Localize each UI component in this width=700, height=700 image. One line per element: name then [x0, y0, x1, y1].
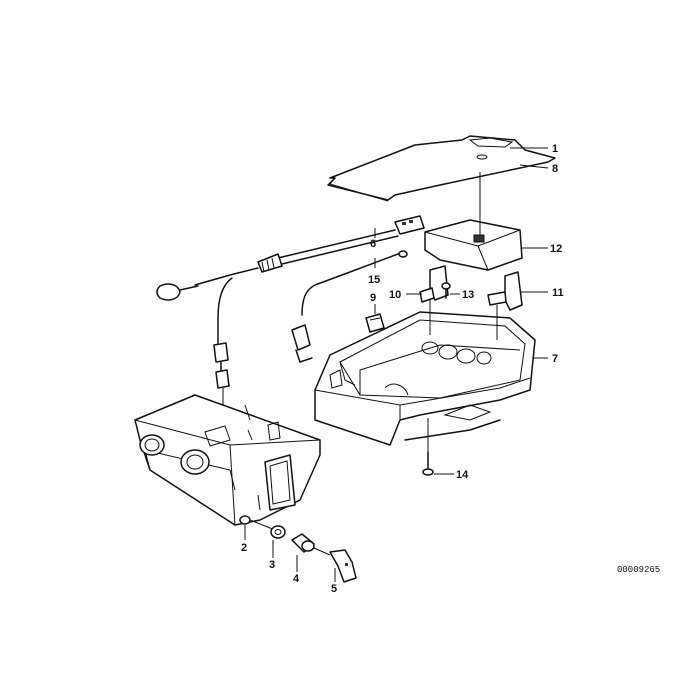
- callout-3: 3: [269, 559, 275, 571]
- callout-15: 15: [368, 274, 380, 286]
- reference-number: 00009265: [617, 565, 660, 575]
- wiring-harness: [156, 215, 425, 430]
- screw-13: [441, 282, 451, 299]
- clip-9: [365, 313, 385, 333]
- callout-10: 10: [389, 289, 401, 301]
- callout-1: 1: [552, 143, 558, 155]
- callout-2: 2: [241, 542, 247, 554]
- leader-lines: [244, 147, 549, 582]
- callout-4: 4: [293, 573, 300, 585]
- bracket-right: [487, 271, 523, 311]
- cover-plate: [327, 135, 556, 202]
- callout-7: 7: [552, 353, 558, 365]
- screw-14: [422, 418, 434, 476]
- callout-13: 13: [462, 289, 474, 301]
- callout-11: 11: [552, 287, 564, 299]
- callout-8: 8: [552, 163, 558, 175]
- bracket-left: [419, 265, 449, 303]
- callout-14: 14: [456, 469, 469, 481]
- control-unit-box: [424, 172, 523, 271]
- callout-6: 6: [370, 238, 376, 250]
- lock-assembly: [239, 515, 357, 583]
- callout-5: 5: [331, 583, 337, 595]
- callout-labels: 1 8 6 12 15 9 10 13 11 7 14 2 3 4 5: [241, 143, 564, 595]
- callout-9: 9: [370, 292, 376, 304]
- lower-tray: [134, 394, 321, 526]
- housing-tray: [314, 300, 536, 446]
- callout-12: 12: [550, 243, 562, 255]
